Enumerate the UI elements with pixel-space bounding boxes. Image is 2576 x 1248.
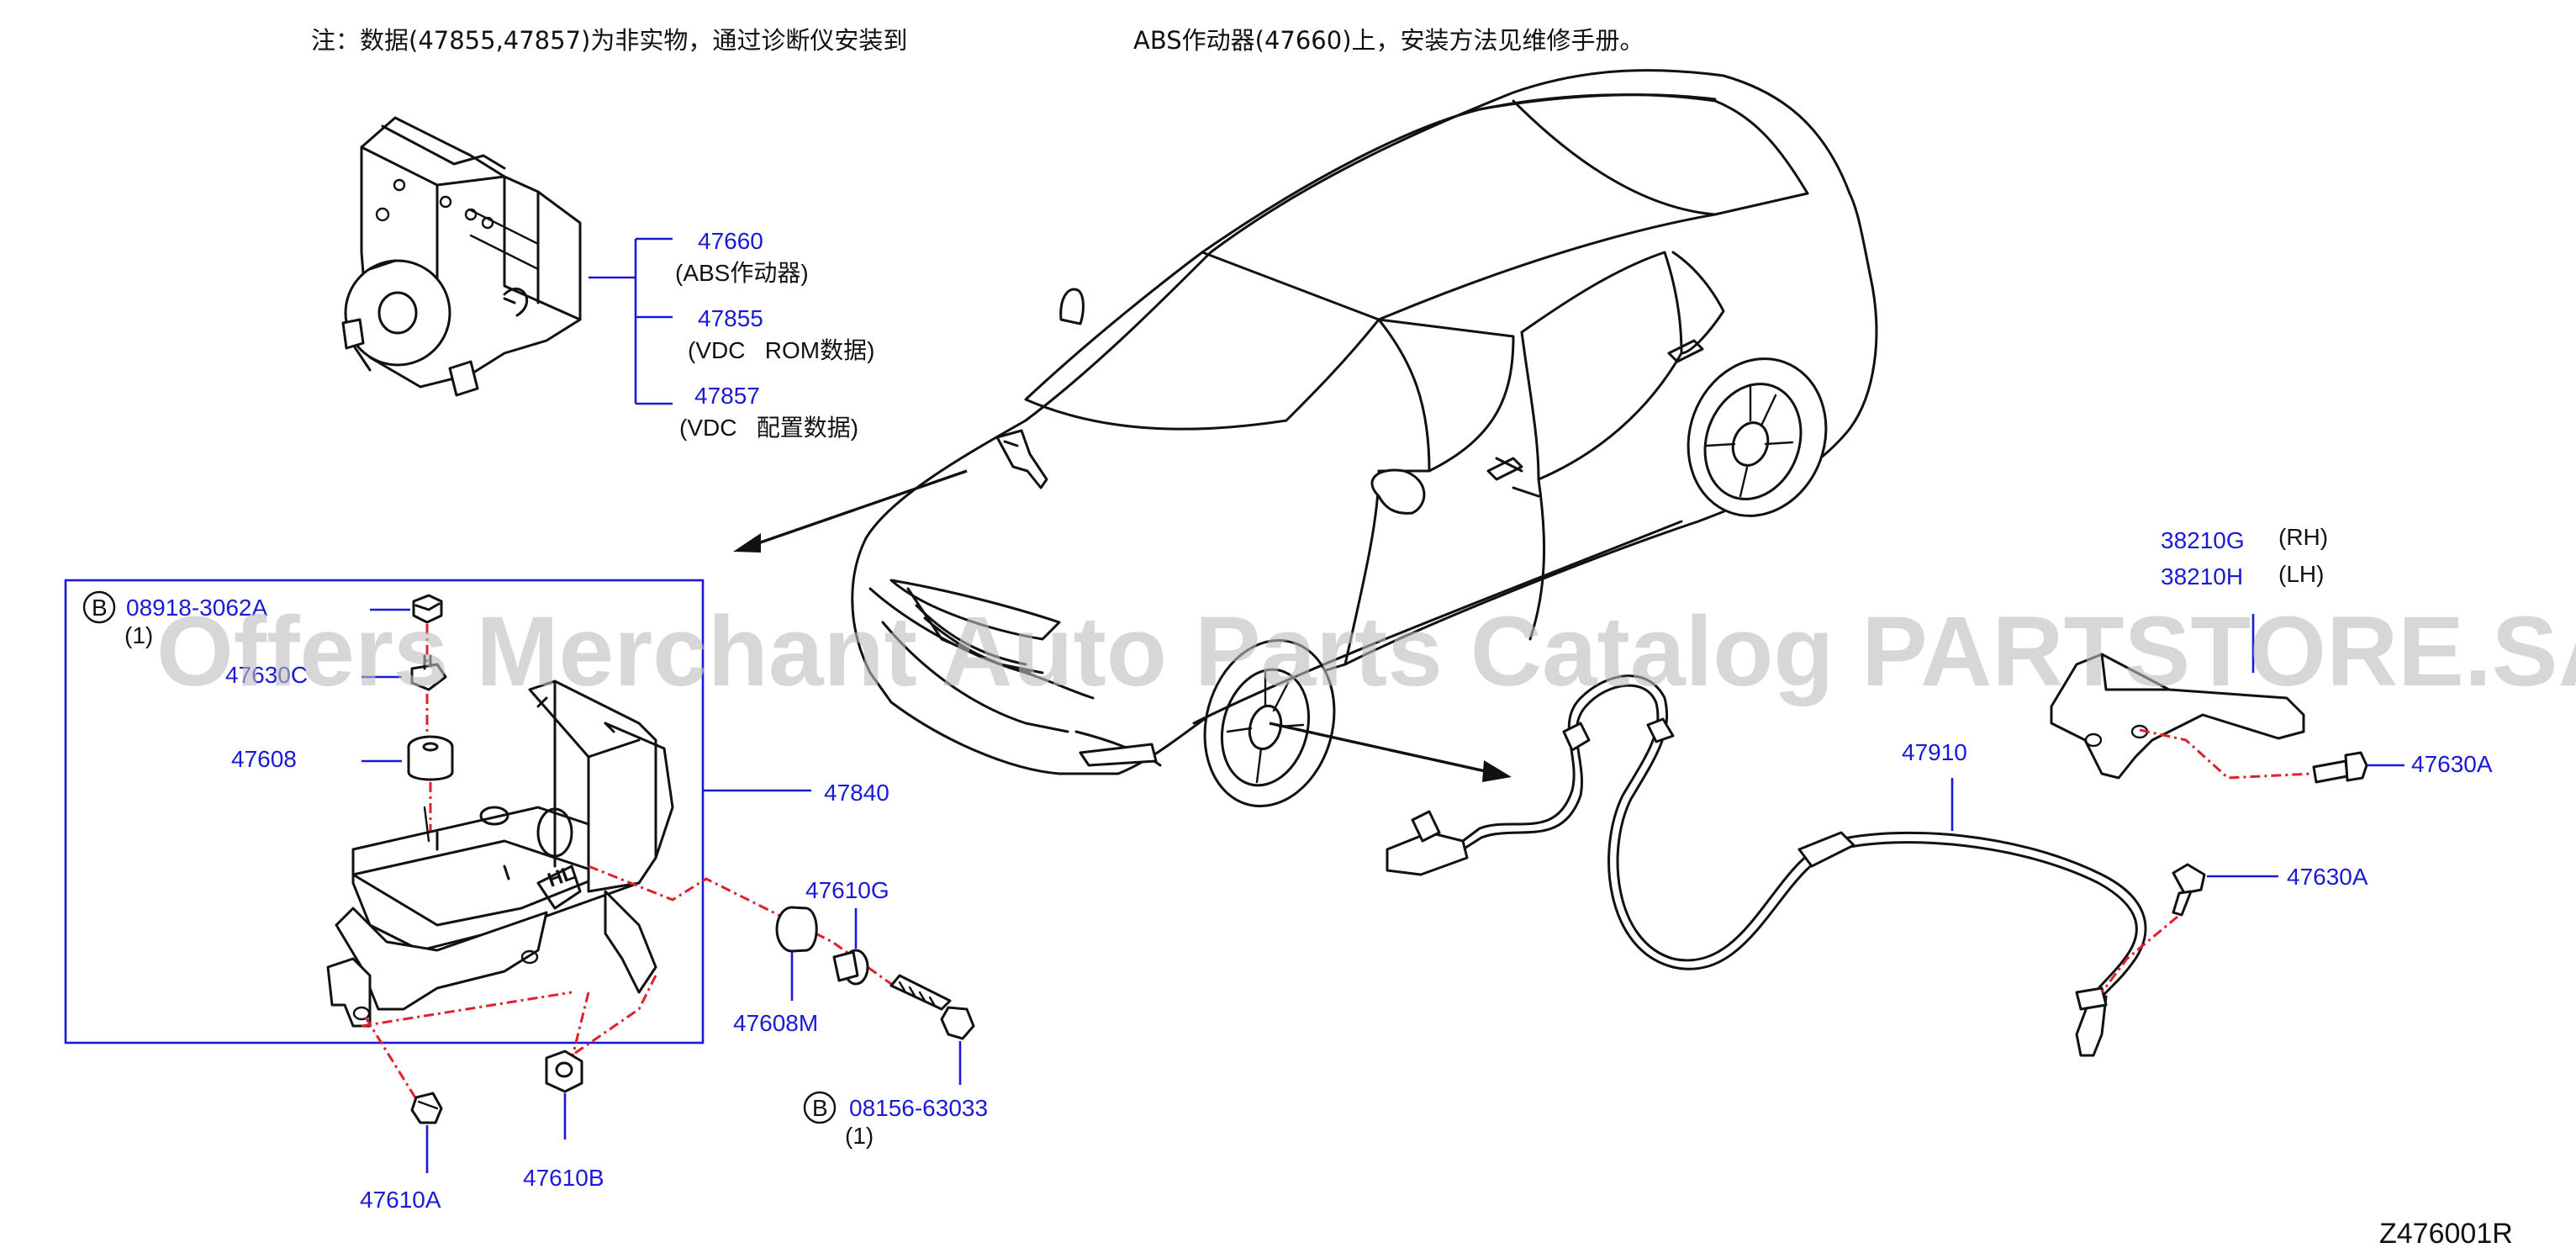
bolt-qty: (1) [124,622,153,648]
part-47840[interactable]: 47840 [824,780,889,806]
vehicle-drawing [851,69,1878,808]
part-47660[interactable]: 47660 [698,228,763,254]
wheel-speed-sensor-drawing [1386,674,2147,1057]
nut-small-drawing [412,594,443,624]
part-47630a-lower[interactable]: 47630A [2287,864,2368,890]
bolt-badge-letter: B [92,595,108,621]
side-rh: (RH) [2278,524,2328,550]
abs-actuator-drawing [341,116,582,397]
part-47608[interactable]: 47608 [231,746,297,772]
side-lh: (LH) [2278,561,2324,587]
abs-leader [589,237,673,405]
part-38210h[interactable]: 38210H [2161,563,2243,590]
collar-47610g-drawing [832,949,869,986]
watermark: Offers Merchant Auto Parts Catalog PARTS… [156,596,2576,707]
part-47610b[interactable]: 47610B [523,1165,604,1191]
part-47608m[interactable]: 47608M [733,1010,818,1036]
part-47660-desc: (ABS作动器) [675,260,809,286]
bolt-08156-drawing [889,974,975,1040]
part-47610g[interactable]: 47610G [805,877,889,903]
part-47857-desc: (VDC 配置数据) [679,415,858,441]
bolt2-badge-letter: B [812,1095,828,1121]
part-38210g[interactable]: 38210G [2161,527,2245,553]
note-left: 注：数据(47855,47857)为非实物，通过诊断仪安装到 [311,26,907,55]
bracket-group-frame [64,579,705,1044]
diagram-id: Z476001R [2379,1218,2513,1248]
grommet-47608m-drawing [775,906,818,953]
part-47630c[interactable]: 47630C [225,662,308,688]
bolt-47630a-lower-drawing [2172,863,2206,917]
part-08156-63033[interactable]: 08156-63033 [849,1095,988,1121]
bolt2-qty: (1) [845,1123,874,1149]
bolt2-badge-icon [803,1091,837,1124]
clip-drawing [410,654,447,691]
part-47610a[interactable]: 47610A [360,1187,441,1213]
part-47630a-upper[interactable]: 47630A [2411,751,2493,777]
actuator-bracket-drawing: HL [326,680,674,1028]
part-47910[interactable]: 47910 [1902,739,1967,765]
note-right: ABS作动器(47660)上，安装方法见维修手册。 [1133,26,1644,55]
nut-47610b-drawing [545,1050,583,1093]
callout-arrows [733,469,1512,782]
part-47855-desc: (VDC ROM数据) [688,337,874,363]
grommet-drawing [407,735,454,781]
part-47855[interactable]: 47855 [698,305,763,331]
bolt-47630a-upper-drawing [2312,751,2368,784]
bolt-badge-icon [82,590,116,624]
bolt-47610a-drawing [410,1092,443,1124]
part-47857[interactable]: 47857 [694,383,760,409]
part-08918-3062a[interactable]: 08918-3062A [126,595,267,621]
